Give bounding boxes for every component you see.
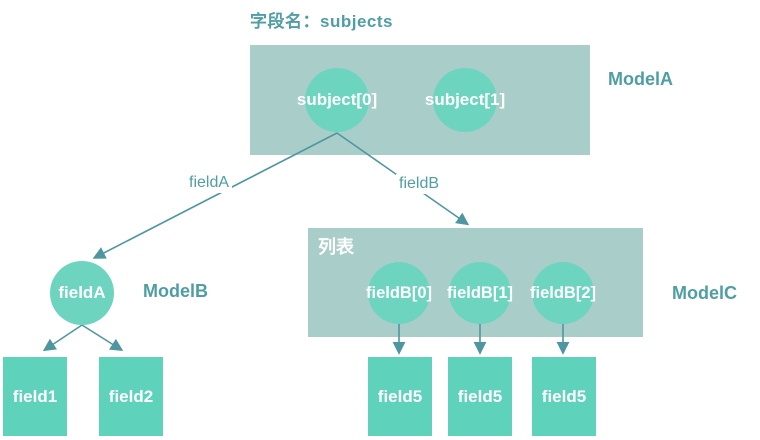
edge-fielda-to-field2 bbox=[81, 324, 124, 352]
node-fielda: fieldA bbox=[50, 261, 114, 325]
edge-label-fielda: fieldA bbox=[186, 173, 233, 193]
node-field2: field2 bbox=[99, 357, 163, 436]
model-b-label: ModelB bbox=[143, 281, 208, 301]
node-fieldb-2: fieldB[2] bbox=[530, 262, 596, 324]
node-field5-1: field5 bbox=[448, 357, 512, 436]
node-subject-0: subject[0] bbox=[297, 68, 377, 132]
node-field1: field1 bbox=[3, 357, 67, 436]
model-c-label: ModelC bbox=[672, 283, 737, 303]
node-subject-1: subject[1] bbox=[425, 68, 505, 132]
node-field5-2: field5 bbox=[532, 357, 596, 436]
edge-subject0-to-fielda bbox=[92, 132, 338, 259]
node-fieldb-0: fieldB[0] bbox=[366, 262, 432, 324]
node-fieldb-1: fieldB[1] bbox=[447, 262, 513, 324]
edge-fielda-to-field1 bbox=[42, 324, 83, 352]
edge-label-fieldb: fieldB bbox=[396, 174, 443, 194]
diagram-title: 字段名：subjects bbox=[250, 12, 393, 31]
list-label: 列表 bbox=[318, 237, 354, 257]
node-field5-0: field5 bbox=[368, 357, 432, 436]
model-a-label: ModelA bbox=[608, 69, 673, 89]
